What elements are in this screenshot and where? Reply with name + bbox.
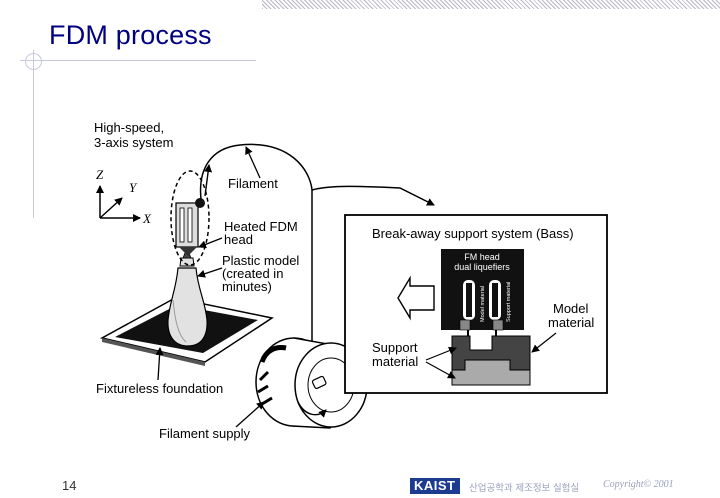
axis-triad: Z Y X xyxy=(96,167,152,226)
inset-model-material-vertical: Model material xyxy=(480,286,486,322)
label-heated-1: Heated FDM xyxy=(224,219,298,234)
inset-support-label-2: material xyxy=(372,354,418,369)
axis-x-label: X xyxy=(142,211,152,226)
axis-y-label: Y xyxy=(129,180,138,195)
plastic-model-bottle xyxy=(167,246,208,347)
decorative-circle xyxy=(25,53,42,70)
label-high-speed-1: High-speed, xyxy=(94,120,164,135)
label-filament: Filament xyxy=(228,176,278,191)
inset-support-material-vertical: Support material xyxy=(506,282,512,322)
label-plastic-3: minutes) xyxy=(222,279,272,294)
fdm-head xyxy=(175,198,205,256)
page-number: 14 xyxy=(62,478,77,493)
label-heated-2: head xyxy=(224,232,253,247)
inset-model-label-2: material xyxy=(548,315,594,330)
dashed-head-outline xyxy=(170,170,210,266)
footer-copyright: Copyright© 2001 xyxy=(603,479,674,490)
slide-title: FDM process xyxy=(49,20,212,50)
decorative-vertical-rule xyxy=(33,50,34,218)
footer-department: 산업공학과 제조정보 실험실 xyxy=(469,483,580,494)
inset-fm-head-1: FM head xyxy=(464,252,500,262)
label-plastic-1: Plastic model xyxy=(222,253,299,268)
label-filament-supply: Filament supply xyxy=(159,426,251,441)
header-pattern-band xyxy=(262,0,720,9)
label-plastic-2: (created in xyxy=(222,266,283,281)
inset-pointer-arrow xyxy=(311,185,435,206)
inset-bass-panel: Break-away support system (Bass) FM head… xyxy=(344,214,608,394)
inset-model-label-1: Model xyxy=(553,301,589,316)
inset-fm-head-2: dual liquefiers xyxy=(454,262,510,272)
inset-title: Break-away support system (Bass) xyxy=(372,226,574,241)
axis-z-label: Z xyxy=(96,167,104,182)
filament-line xyxy=(199,143,313,352)
label-high-speed-2: 3-axis system xyxy=(94,135,173,150)
inset-support-label-1: Support xyxy=(372,340,418,355)
label-fixtureless: Fixtureless foundation xyxy=(96,381,223,396)
kaist-logo: KAIST xyxy=(410,478,460,494)
title-underline xyxy=(20,60,256,61)
